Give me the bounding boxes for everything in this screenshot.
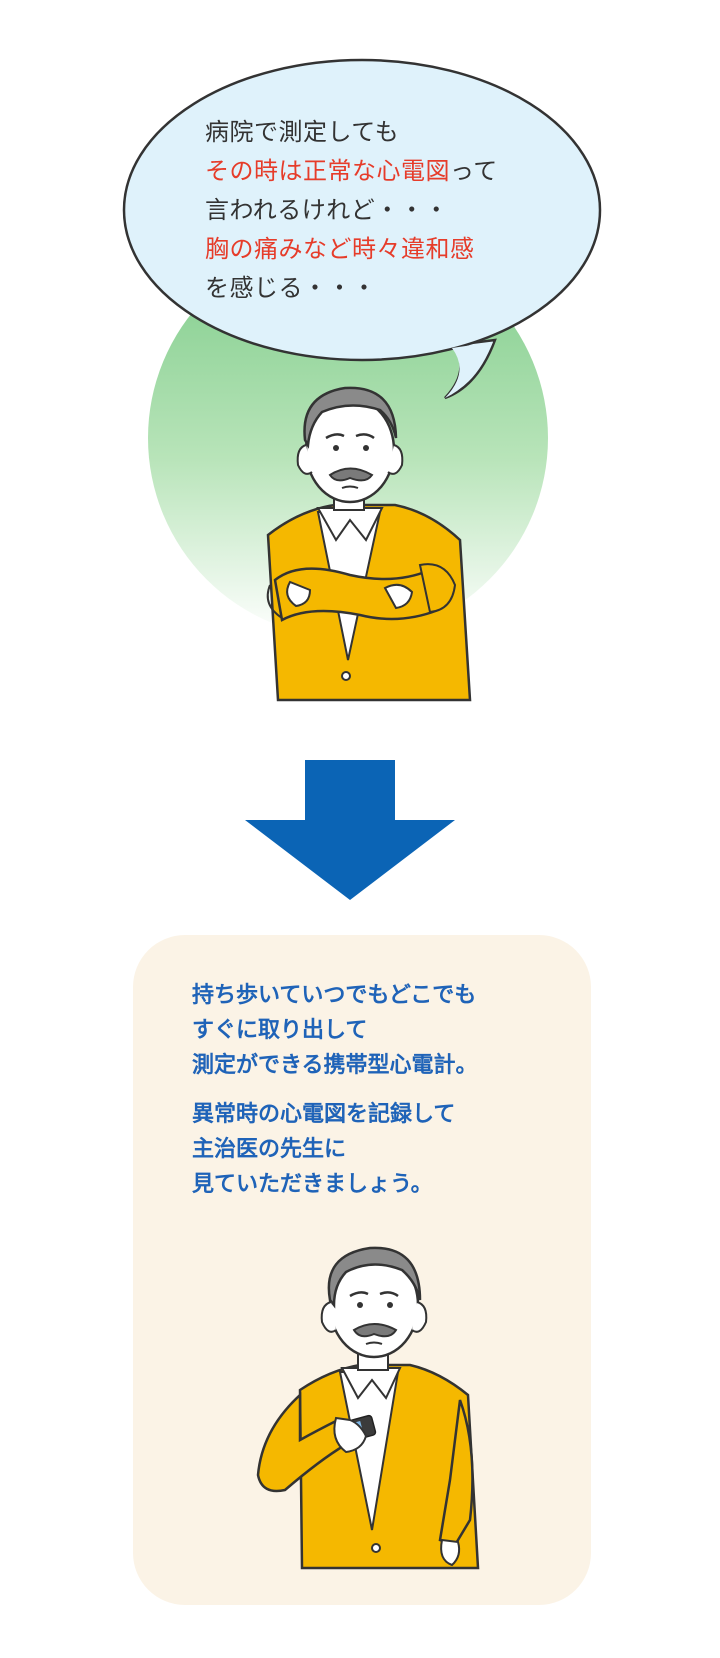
bubble-line-4-highlight: 胸の痛みなど時々違和感 bbox=[205, 235, 475, 263]
man-with-ecg-device-illustration bbox=[256, 1246, 480, 1570]
message-line-2: すぐに取り出して bbox=[192, 1018, 368, 1043]
message-line-1: 持ち歩いていつでもどこでも bbox=[192, 983, 477, 1008]
bubble-line-2-rest: って bbox=[450, 157, 498, 185]
message-panel-text: 持ち歩いていつでもどこでも すぐに取り出して 測定ができる携帯型心電計。 異常時… bbox=[192, 978, 572, 1202]
bubble-line-2-highlight: その時は正常な心電図 bbox=[205, 157, 450, 185]
message-paragraph-2: 異常時の心電図を記録して 主治医の先生に 見ていただきましょう。 bbox=[192, 1097, 572, 1202]
message-line-3: 測定ができる携帯型心電計。 bbox=[192, 1053, 478, 1078]
bubble-line-1: 病院で測定しても bbox=[205, 118, 400, 146]
down-arrow-icon bbox=[245, 760, 455, 900]
message-line-5: 主治医の先生に bbox=[192, 1137, 347, 1162]
message-paragraph-1: 持ち歩いていつでもどこでも すぐに取り出して 測定ができる携帯型心電計。 bbox=[192, 978, 572, 1083]
speech-bubble bbox=[122, 58, 602, 400]
message-line-6: 見ていただきましょう。 bbox=[192, 1172, 433, 1197]
bubble-line-2: その時は正常な心電図って bbox=[205, 152, 565, 191]
bubble-line-4: 胸の痛みなど時々違和感 bbox=[205, 230, 565, 269]
speech-bubble-text: 病院で測定しても その時は正常な心電図って 言われるけれど・・・ 胸の痛みなど時… bbox=[205, 113, 565, 308]
worried-man-illustration bbox=[266, 386, 472, 702]
message-line-4: 異常時の心電図を記録して bbox=[192, 1102, 456, 1127]
bubble-line-3: 言われるけれど・・・ bbox=[205, 196, 449, 224]
bubble-line-5: を感じる・・・ bbox=[205, 274, 377, 302]
